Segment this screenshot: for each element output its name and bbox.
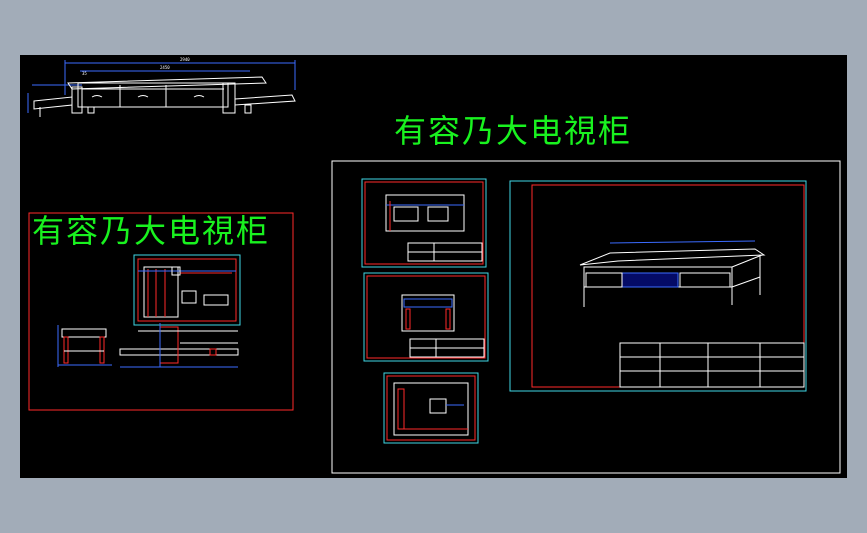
- drawing-title-right: 有容乃大电視柜: [394, 112, 633, 150]
- top-elevation-view: [27, 60, 296, 117]
- sheet-1[interactable]: [361, 178, 487, 268]
- cad-canvas[interactable]: 2940 2450 35: [20, 55, 847, 478]
- dim-overall: 2940: [180, 57, 190, 62]
- dim-side: 35: [82, 71, 87, 76]
- sheet-2[interactable]: [363, 272, 489, 362]
- left-sheet-frame[interactable]: [28, 212, 294, 411]
- dim-inner: 2450: [160, 65, 170, 70]
- left-detail-drawings: [57, 254, 241, 368]
- sheet-4-perspective[interactable]: [509, 180, 807, 392]
- cad-drawing: 2940 2450 35: [27, 57, 841, 474]
- sheet-3[interactable]: [383, 372, 479, 444]
- right-sheet-frame[interactable]: [331, 160, 841, 474]
- drawing-title-left: 有容乃大电視柜: [32, 212, 271, 250]
